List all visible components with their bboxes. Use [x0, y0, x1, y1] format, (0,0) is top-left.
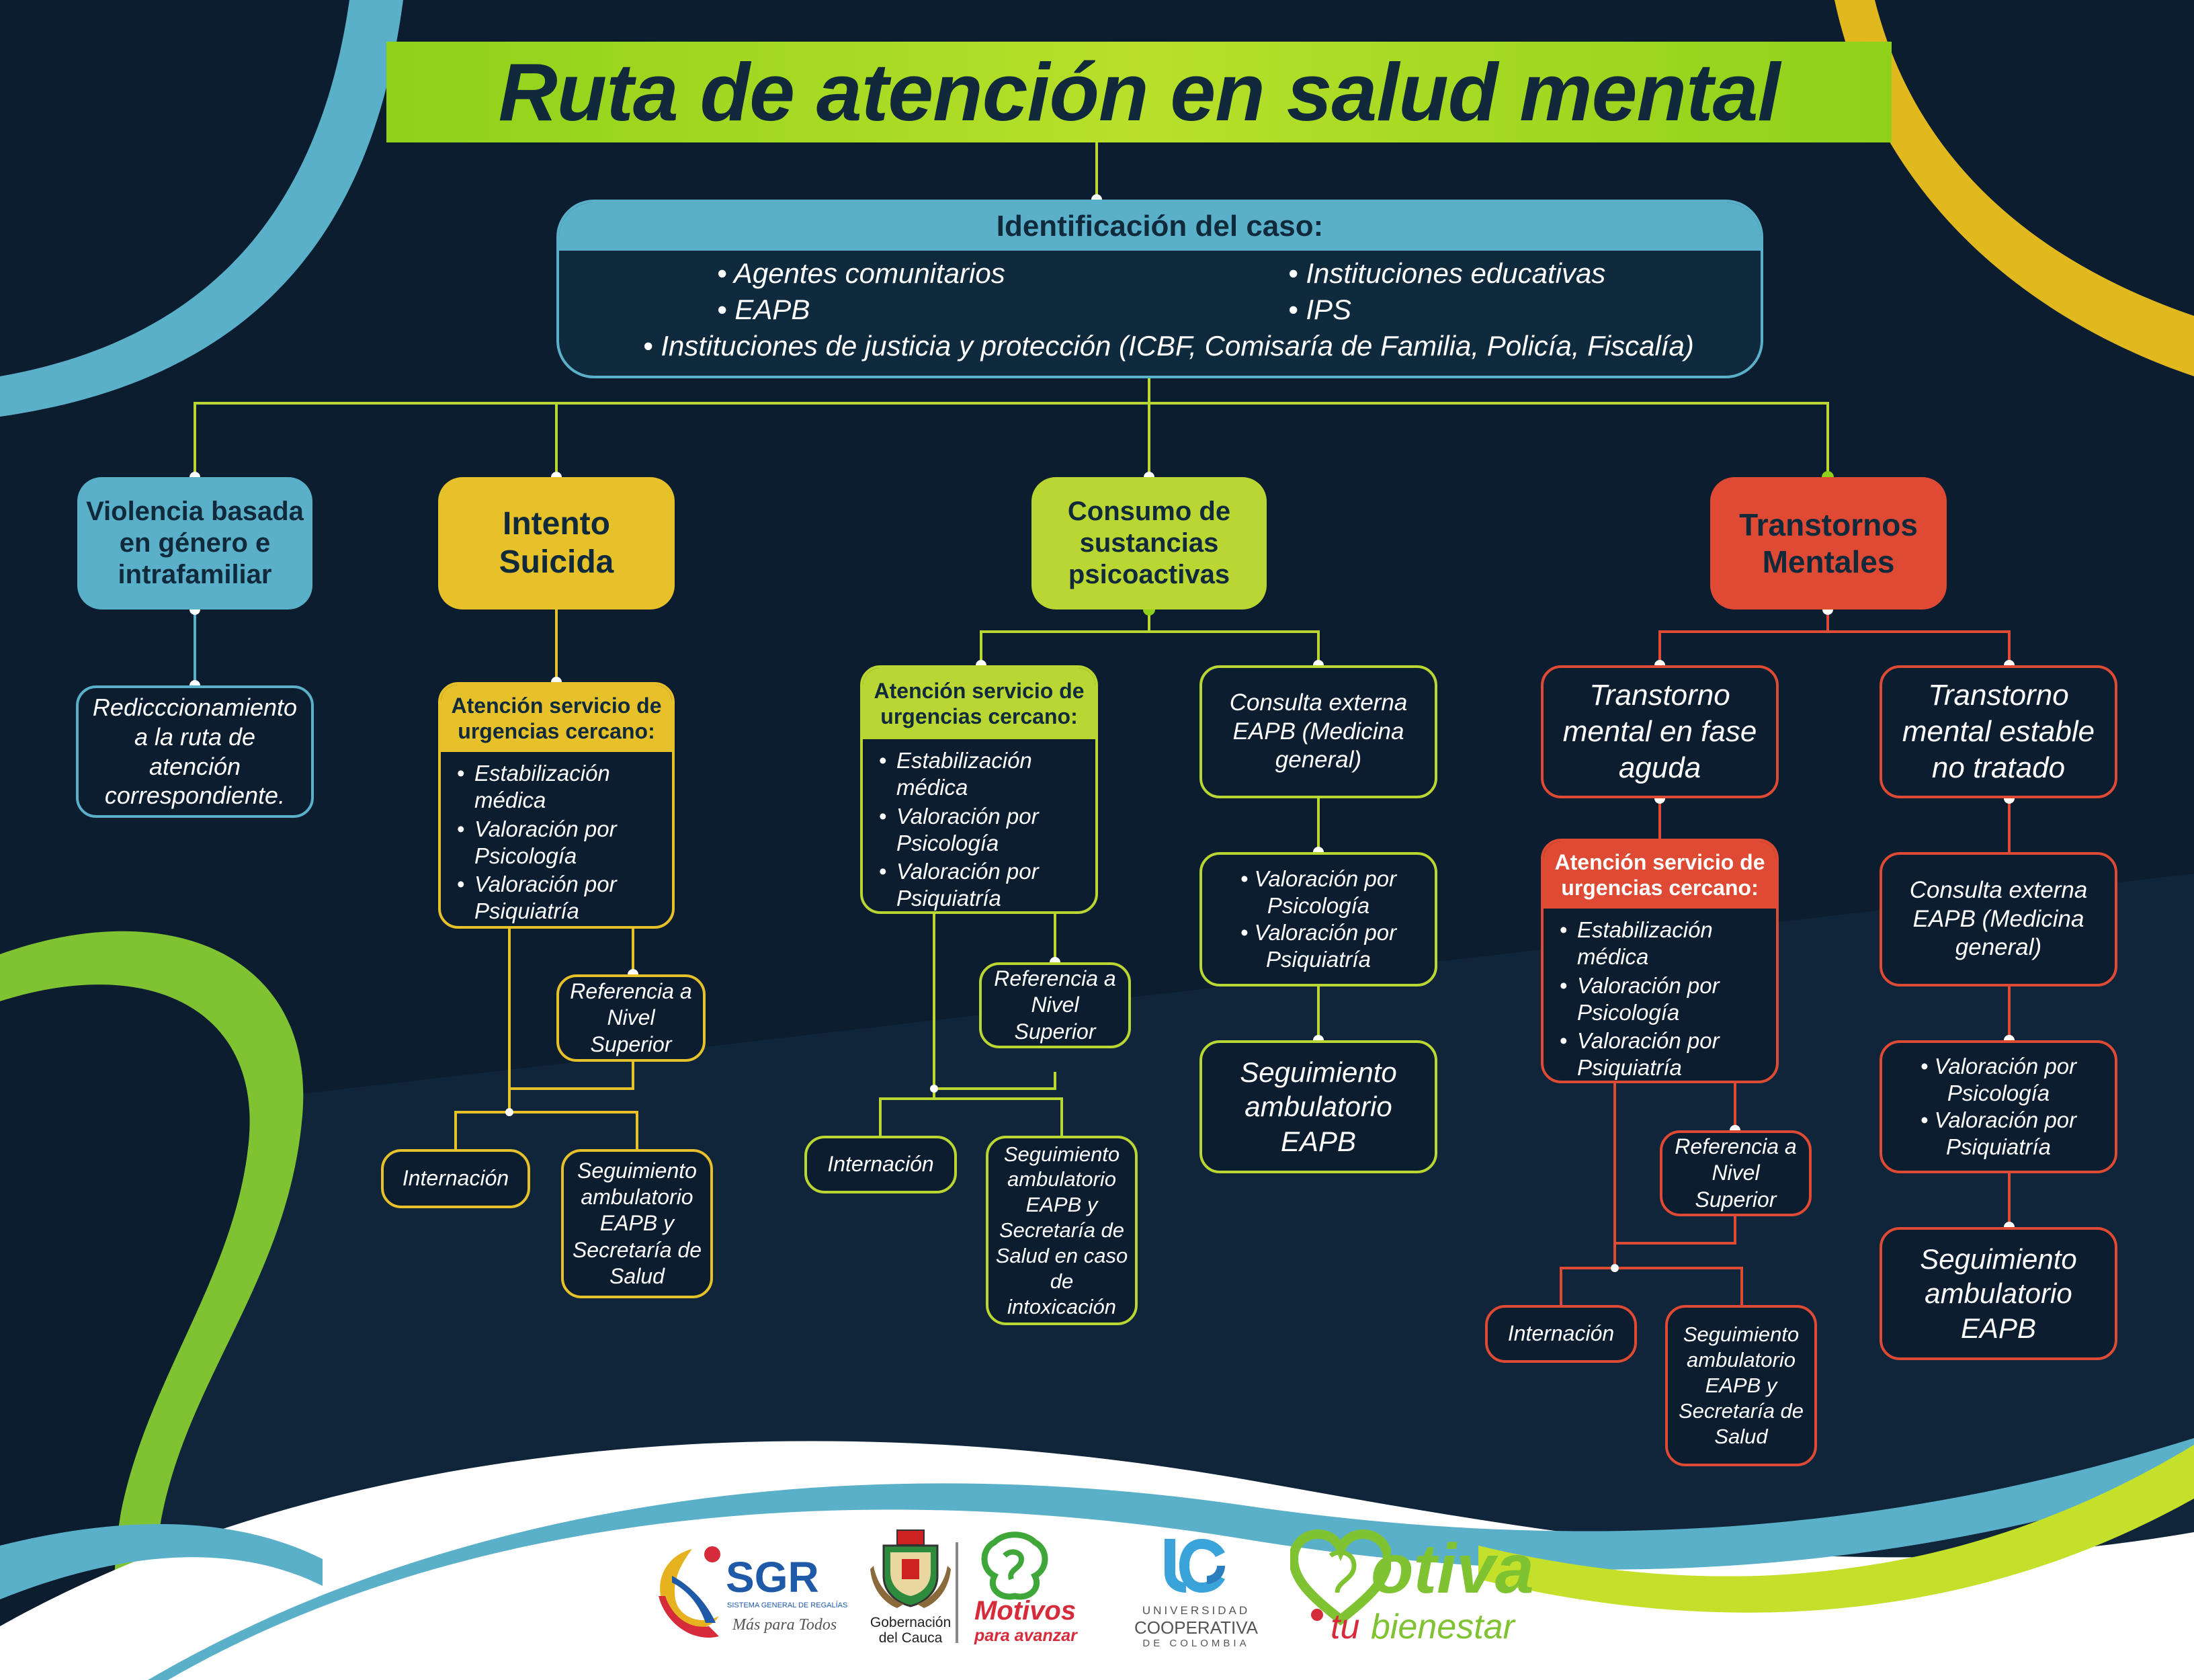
- ucc-top: UNIVERSIDAD: [1142, 1604, 1251, 1617]
- motiva-bienestar: bienestar: [1371, 1607, 1515, 1646]
- cauca-shield-icon: [870, 1529, 951, 1608]
- mentales-followup-box: Seguimiento ambulatorio EAPB y Secretarí…: [1665, 1305, 1817, 1466]
- consumo-hospital-box: Internación: [804, 1136, 957, 1193]
- mentales-evaluations-box: • Valoración por Psicología • Valoración…: [1880, 1040, 2117, 1173]
- urgency-item: Valoración por Psiquiatría: [457, 871, 664, 925]
- urgency-item: Valoración por Psicología: [457, 816, 664, 870]
- identification-item: • Agentes comunitarios: [717, 257, 1005, 289]
- mentales-referral-box: Referencia a Nivel Superior: [1660, 1130, 1812, 1216]
- consumo-consult-box: Consulta externa EAPB (Medicina general): [1199, 665, 1437, 798]
- urgency-item: Valoración por Psicología: [1560, 972, 1768, 1027]
- sgr-wordmark: SGR: [726, 1553, 819, 1601]
- redirect-box: Redicccionamiento a la ruta de atención …: [76, 685, 314, 818]
- urgency-item: Valoración por Psicología: [879, 803, 1087, 857]
- urgency-list: Estabilización médica Valoración por Psi…: [441, 752, 672, 926]
- mentales-consult-box: Consulta externa EAPB (Medicina general): [1880, 852, 2117, 986]
- motivos-subtitle: para avanzar: [974, 1626, 1077, 1645]
- consumo-ambulatory-box: Seguimiento ambulatorio EAPB: [1199, 1040, 1437, 1173]
- motiva-tu: tu: [1331, 1607, 1360, 1646]
- evaluation-item: • Valoración por Psiquiatría: [1240, 920, 1397, 972]
- sgr-subtitle: SISTEMA GENERAL DE REGALÍAS: [727, 1601, 848, 1609]
- identification-box: Identificación del caso: • Agentes comun…: [556, 200, 1763, 378]
- cauca-logo: Gobernación del Cauca: [867, 1529, 954, 1656]
- urgency-header: Atención servicio de urgencias cercano:: [1544, 841, 1776, 909]
- ucc-logo: UNIVERSIDAD COOPERATIVA DE COLOMBIA: [1126, 1536, 1267, 1656]
- consumo-referral-box: Referencia a Nivel Superior: [979, 962, 1131, 1048]
- consumo-evaluations-box: • Valoración por Psicología • Valoración…: [1199, 852, 1437, 986]
- urgency-header: Atención servicio de urgencias cercano:: [441, 685, 672, 752]
- sgr-emblem-icon: [659, 1546, 720, 1638]
- page-title: Ruta de atención en salud mental: [498, 46, 1781, 138]
- suicida-hospital-box: Internación: [381, 1149, 530, 1208]
- evaluation-item: • Valoración por Psiquiatría: [1920, 1107, 2077, 1160]
- suicida-followup-box: Seguimiento ambulatorio EAPB y Secretarí…: [561, 1149, 713, 1298]
- motivos-logo: Motivos para avanzar: [974, 1529, 1077, 1656]
- identification-item: • IPS: [1288, 294, 1352, 325]
- logo-divider: [956, 1542, 958, 1643]
- urgency-item: Valoración por Psiquiatría: [879, 858, 1087, 911]
- category-transtornos-mentales: Transtornos Mentales: [1710, 477, 1947, 610]
- mentales-urgency-box: Atención servicio de urgencias cercano: …: [1541, 839, 1779, 1083]
- motivos-wordmark: Motivos: [974, 1596, 1077, 1626]
- mentales-stable-box: Transtorno mental estable no tratado: [1880, 665, 2117, 798]
- mentales-ambulatory-box: Seguimiento ambulatorio EAPB: [1880, 1227, 2117, 1360]
- suicida-urgency-box: Atención servicio de urgencias cercano: …: [438, 682, 675, 929]
- mentales-acute-box: Transtorno mental en fase aguda: [1541, 665, 1779, 798]
- urgency-item: Estabilización médica: [879, 747, 1087, 802]
- ucc-bot: DE COLOMBIA: [1142, 1638, 1250, 1649]
- urgency-list: Estabilización médica Valoración por Psi…: [863, 739, 1095, 911]
- sgr-slogan: Más para Todos: [732, 1616, 837, 1634]
- motiva-logo: otiva tu bienestar: [1288, 1529, 1566, 1656]
- ucc-emblem-icon: [1165, 1539, 1225, 1593]
- consumo-urgency-box: Atención servicio de urgencias cercano: …: [860, 665, 1098, 914]
- category-consumo: Consumo de sustancias psicoactivas: [1031, 477, 1267, 610]
- motivos-emblem-icon: [981, 1531, 1048, 1600]
- title-banner: Ruta de atención en salud mental: [386, 42, 1892, 142]
- cauca-wordmark: Gobernación del Cauca: [870, 1615, 952, 1646]
- urgency-item: Estabilización médica: [457, 760, 664, 814]
- suicida-referral-box: Referencia a Nivel Superior: [556, 974, 706, 1062]
- consumo-followup-box: Seguimiento ambulatorio EAPB y Secretarí…: [986, 1136, 1138, 1325]
- motiva-heart-icon: [1288, 1529, 1393, 1626]
- category-intento-suicida: Intento Suicida: [438, 477, 675, 610]
- urgency-item: Estabilización médica: [1560, 917, 1768, 971]
- identification-item: • EAPB: [717, 294, 810, 325]
- category-violencia: Violencia basada en género e intrafamili…: [77, 477, 312, 610]
- mentales-hospital-box: Internación: [1485, 1305, 1637, 1363]
- identification-item: • Instituciones de justicia y protección…: [643, 330, 1694, 362]
- sponsor-logos: SGR SISTEMA GENERAL DE REGALÍAS Más para…: [625, 1529, 1566, 1656]
- urgency-list: Estabilización médica Valoración por Psi…: [1544, 909, 1776, 1081]
- ucc-mid: COOPERATIVA: [1134, 1618, 1258, 1638]
- evaluation-item: • Valoración por Psicología: [1240, 866, 1397, 918]
- evaluation-item: • Valoración por Psicología: [1920, 1053, 2077, 1105]
- identification-item: • Instituciones educativas: [1288, 257, 1606, 289]
- urgency-header: Atención servicio de urgencias cercano:: [863, 668, 1095, 739]
- identification-header: Identificación del caso:: [559, 202, 1761, 251]
- sgr-logo: SGR SISTEMA GENERAL DE REGALÍAS Más para…: [645, 1536, 860, 1650]
- motiva-wordmark: otiva: [1371, 1530, 1534, 1608]
- urgency-item: Valoración por Psiquiatría: [1560, 1027, 1768, 1081]
